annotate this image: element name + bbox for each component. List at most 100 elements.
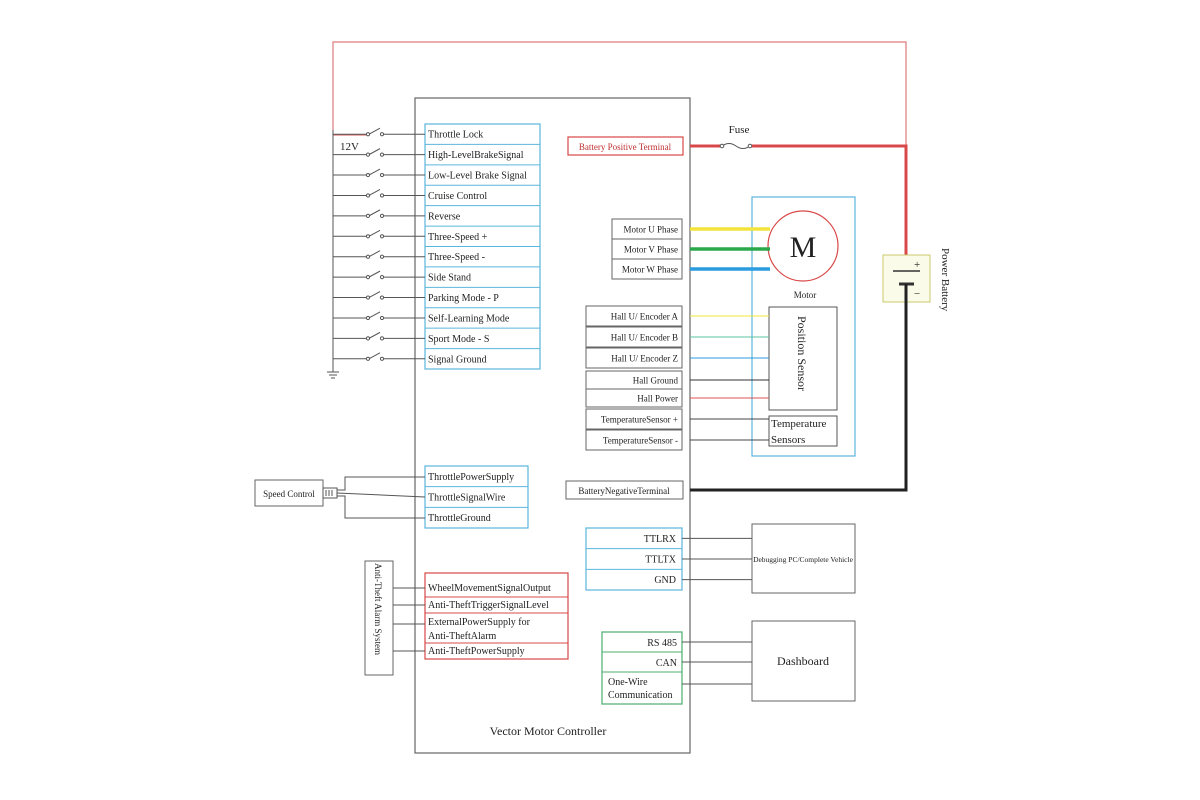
debug-item-ttltx: TTLTX [645, 555, 677, 566]
switch-lever-icon[interactable] [368, 189, 381, 196]
position-sensor-label: Position Sensor [795, 316, 809, 391]
hall-signal-cell [585, 305, 683, 327]
anti-theft-item-anti-thefttriggersignallevel: Anti-TheftTriggerSignalLevel [428, 600, 549, 611]
throttle-item-throttleground: ThrottleGround [428, 513, 491, 524]
battery-positive-terminal-label: Battery Positive Terminal [579, 142, 672, 152]
switch-lever-icon[interactable] [368, 209, 381, 217]
motor-phase-motor-v-phase: Motor V Phase [624, 245, 678, 255]
dashboard-label: Dashboard [777, 654, 829, 668]
hall-signal-cell [585, 408, 683, 430]
anti-theft-box[interactable] [364, 560, 394, 676]
hall-signal-hall-u-encoder-a: Hall U/ Encoder A [611, 312, 679, 322]
hall-signal-temperaturesensor: TemperatureSensor - [603, 436, 678, 446]
switch-lever-icon[interactable] [368, 311, 381, 319]
switch-lever-icon[interactable] [368, 291, 381, 298]
switch-lever-icon[interactable] [368, 127, 381, 135]
switch-input-throttle-lock: Throttle Lock [428, 130, 483, 141]
anti-theft-group: Anti-Theft Alarm System WheelMovementSig… [364, 560, 569, 676]
throttle-wire-3 [337, 495, 425, 519]
switch-input-high-levelbrakesignal: High-LevelBrakeSignal [428, 150, 524, 161]
hall-signal-hall-power: Hall Power [637, 394, 678, 404]
debug-group: Debugging PC/Complete Vehicle TTLRX TTLTX… [585, 523, 856, 594]
dashboard-item-communication: Communication [608, 690, 672, 701]
controller-box [414, 97, 691, 754]
switch-input-reverse: Reverse [428, 211, 461, 222]
debugging-pc-label: Debugging PC/Complete Vehicle [753, 555, 854, 564]
debug-item-ttlrx: TTLRX [644, 534, 677, 545]
switch-input-three-speed: Three-Speed + [428, 232, 488, 243]
switch-contact [379, 356, 385, 361]
switch-input-sport-mode-s: Sport Mode - S [428, 334, 489, 345]
switch-contact [379, 132, 385, 137]
switch-lever-icon[interactable] [368, 331, 381, 339]
switch-contact [379, 275, 385, 280]
power-battery: + − Power Battery [690, 248, 951, 492]
throttle-item-throttlesignalwire: ThrottleSignalWire [428, 493, 506, 504]
temperature-sensor-box [768, 415, 838, 447]
switch-lever-icon[interactable] [368, 250, 381, 258]
dashboard-item-can: CAN [656, 658, 677, 669]
throttle-connector [322, 487, 338, 499]
dashboard-item-one-wire: One-Wire [608, 677, 648, 688]
switch-contact [379, 336, 385, 341]
power-battery-label: Power Battery [939, 248, 951, 312]
switch-input-self-learning-mode: Self-Learning Mode [428, 313, 510, 324]
anti-theft-item-anti-theftpowersupply: Anti-TheftPowerSupply [428, 646, 525, 657]
motor-circle [767, 210, 839, 282]
battery-negative-terminal-box [565, 480, 684, 500]
motor-phase-motor-w-phase: Motor W Phase [622, 265, 678, 275]
dashboard-item-rs485: RS 485 [647, 638, 677, 649]
throttle-item-throttlepowersupply: ThrottlePowerSupply [428, 472, 514, 483]
motor-assembly: M Motor Position Sensor Temperature Sens… [611, 196, 856, 457]
hall-signal-cell [585, 326, 683, 348]
switch-contact [379, 172, 385, 178]
hall-signal-cell [585, 429, 683, 451]
switch-lever-icon[interactable] [368, 352, 381, 360]
switch-contact [379, 234, 385, 239]
switch-input-low-level-brake-signal: Low-Level Brake Signal [428, 171, 527, 182]
battery-plus: + [914, 259, 920, 271]
dashboard-box[interactable] [751, 620, 856, 702]
dashboard-group: RS 485 CAN One-Wire Communication Dashbo… [601, 620, 856, 705]
switch-input-group: 12V Throttle LockHigh-LevelBrakeSignalLo… [327, 123, 541, 379]
throttle-group: Speed Control ThrottlePowerSupplyThrottl… [254, 465, 529, 529]
speed-control-label: Speed Control [263, 489, 315, 499]
position-sensor-box [768, 306, 838, 411]
motor-outer-box [751, 196, 856, 457]
anti-theft-item-anti-theftalarm: Anti-TheftAlarm [428, 631, 497, 642]
motor-symbol: M [790, 231, 817, 264]
fuse-label: Fuse [729, 124, 750, 136]
negative-wire [690, 284, 908, 492]
switch-lever-icon[interactable] [368, 229, 381, 237]
switch-input-three-speed: Three-Speed - [428, 252, 485, 263]
switch-lever-icon[interactable] [368, 168, 381, 176]
dashboard-table [601, 631, 683, 705]
switch-lever-icon[interactable] [368, 148, 381, 156]
throttle-wire-1 [337, 476, 425, 491]
battery-positive-group: Battery Positive Terminal Fuse [567, 124, 908, 270]
hall-signal-cell [585, 388, 683, 408]
temperature-sensor-label-2: Sensors [771, 434, 805, 446]
switch-contact [379, 213, 385, 218]
voltage-label: 12V [340, 141, 359, 153]
switch-contact [379, 315, 385, 321]
switch-input-side-stand: Side Stand [428, 273, 471, 284]
ground-symbol [327, 368, 339, 379]
motor-label: Motor [794, 290, 817, 300]
hall-signal-hall-u-encoder-b: Hall U/ Encoder B [611, 333, 678, 343]
anti-theft-table [424, 572, 569, 660]
anti-theft-label: Anti-Theft Alarm System [373, 563, 383, 655]
anti-theft-item-externalpowersupply-for: ExternalPowerSupply for [428, 617, 531, 628]
debugging-pc-box[interactable] [751, 523, 856, 594]
hall-signal-cell [585, 347, 683, 369]
switch-input-signal-ground: Signal Ground [428, 354, 487, 365]
fuse-symbol [721, 143, 751, 149]
switch-contact [379, 193, 385, 198]
motor-phase-table [611, 218, 683, 280]
anti-theft-item-wheelmovementsignaloutput: WheelMovementSignalOutput [428, 583, 551, 594]
switch-lever-icon[interactable] [368, 270, 381, 278]
top-power-loop [332, 41, 907, 145]
switch-contact [379, 295, 385, 300]
battery-positive-terminal-box [567, 136, 684, 156]
